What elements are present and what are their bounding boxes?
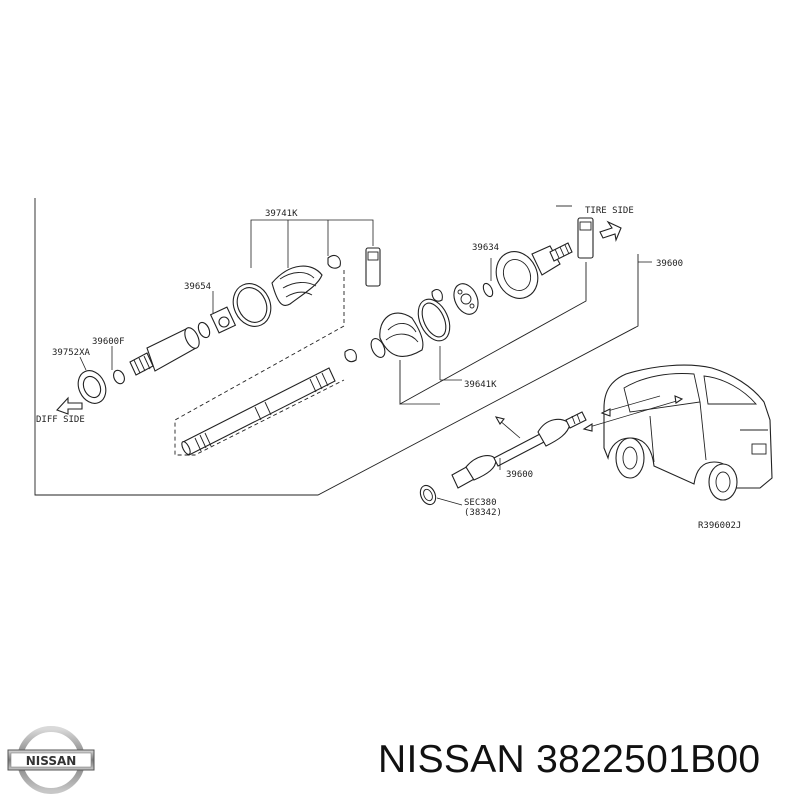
callout-39741k: 39741K <box>265 209 298 219</box>
part-39641k-boot-kit <box>370 289 451 358</box>
part-39752xa-ring <box>77 370 107 404</box>
nissan-logo: NISSAN <box>7 726 95 794</box>
vehicle-location-arrows-icon <box>582 395 684 432</box>
figure-code: R396002J <box>698 521 741 531</box>
callout-39600: 39600 <box>656 259 683 269</box>
sec380-seal <box>419 484 437 506</box>
diagram-frame <box>34 198 639 496</box>
assembly-arrow-icon <box>494 416 521 439</box>
diff-side-arrow-icon <box>56 396 83 415</box>
inner-joint-housing <box>129 327 200 376</box>
tire-side-label: TIRE SIDE <box>585 206 634 216</box>
outer-cv-joint <box>495 217 594 299</box>
callout-39654: 39654 <box>184 282 211 292</box>
callout-sec380-ref: (38342) <box>464 508 502 518</box>
callout-39634: 39634 <box>472 243 499 253</box>
part-number-caption: NISSAN 3822501B00 <box>378 738 761 781</box>
logo-wordmark: NISSAN <box>26 754 77 768</box>
callout-39600-assembly: 39600 <box>506 470 533 480</box>
part-39654-tripod <box>197 306 237 339</box>
part-39741k-boot-kit <box>232 247 381 327</box>
diff-side-label: DIFF SIDE <box>36 415 85 425</box>
half-shaft <box>181 367 336 456</box>
part-39600f-ring <box>113 369 125 385</box>
shaft-dashed-box <box>174 270 345 456</box>
part-39634-inner-race <box>453 282 494 315</box>
outer-joint-box <box>399 262 587 405</box>
assembled-drive-shaft <box>451 411 587 489</box>
shaft-clip <box>344 349 357 363</box>
callout-sec380: SEC380 <box>464 498 497 508</box>
callout-39752xa: 39752XA <box>52 348 91 358</box>
callout-39600f: 39600F <box>92 337 125 347</box>
tire-side-arrow-icon <box>599 220 622 242</box>
vehicle-illustration <box>603 364 773 501</box>
callout-39641k: 39641K <box>464 380 497 390</box>
